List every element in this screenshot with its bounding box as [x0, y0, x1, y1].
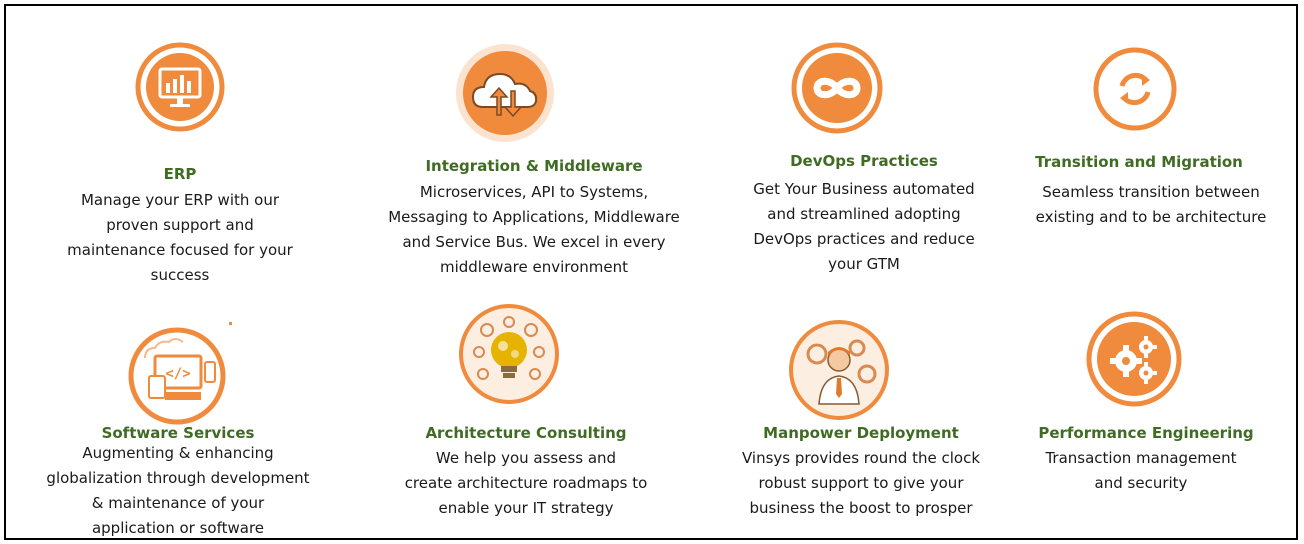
gears-icon: [1084, 309, 1184, 409]
monitor-chart-icon: [134, 41, 226, 133]
services-panel: ERP Manage your ERP with our proven supp…: [4, 4, 1298, 540]
service-title: Manpower Deployment: [763, 424, 959, 442]
service-description: Vinsys provides round the clock robust s…: [741, 449, 981, 517]
service-title: ERP: [163, 165, 197, 183]
service-description: Seamless transition between existing and…: [1035, 183, 1267, 226]
service-description: Microservices, API to Systems, Messaging…: [388, 183, 680, 276]
service-description: Get Your Business automated and streamli…: [753, 180, 975, 273]
service-title: Integration & Middleware: [425, 157, 643, 175]
service-description: We help you assess and create architectu…: [404, 449, 648, 517]
infinity-icon: [790, 41, 884, 135]
devices-code-icon: </>: [123, 318, 235, 430]
service-description: Augmenting & enhancing globalization thr…: [46, 444, 310, 537]
service-title: Transition and Migration: [1035, 153, 1243, 171]
cloud-transfer-icon: [453, 41, 557, 145]
service-description: Transaction management and security: [1045, 449, 1237, 492]
service-title: Software Services: [101, 424, 255, 442]
svg-text:</>: </>: [165, 366, 190, 382]
person-gears-icon: [787, 318, 891, 422]
refresh-icon: [1092, 46, 1178, 132]
service-title: Architecture Consulting: [425, 424, 627, 442]
lightbulb-gears-icon: [457, 302, 561, 406]
service-description: Manage your ERP with our proven support …: [67, 191, 293, 284]
service-title: Performance Engineering: [1038, 424, 1254, 442]
service-title: DevOps Practices: [790, 152, 938, 170]
